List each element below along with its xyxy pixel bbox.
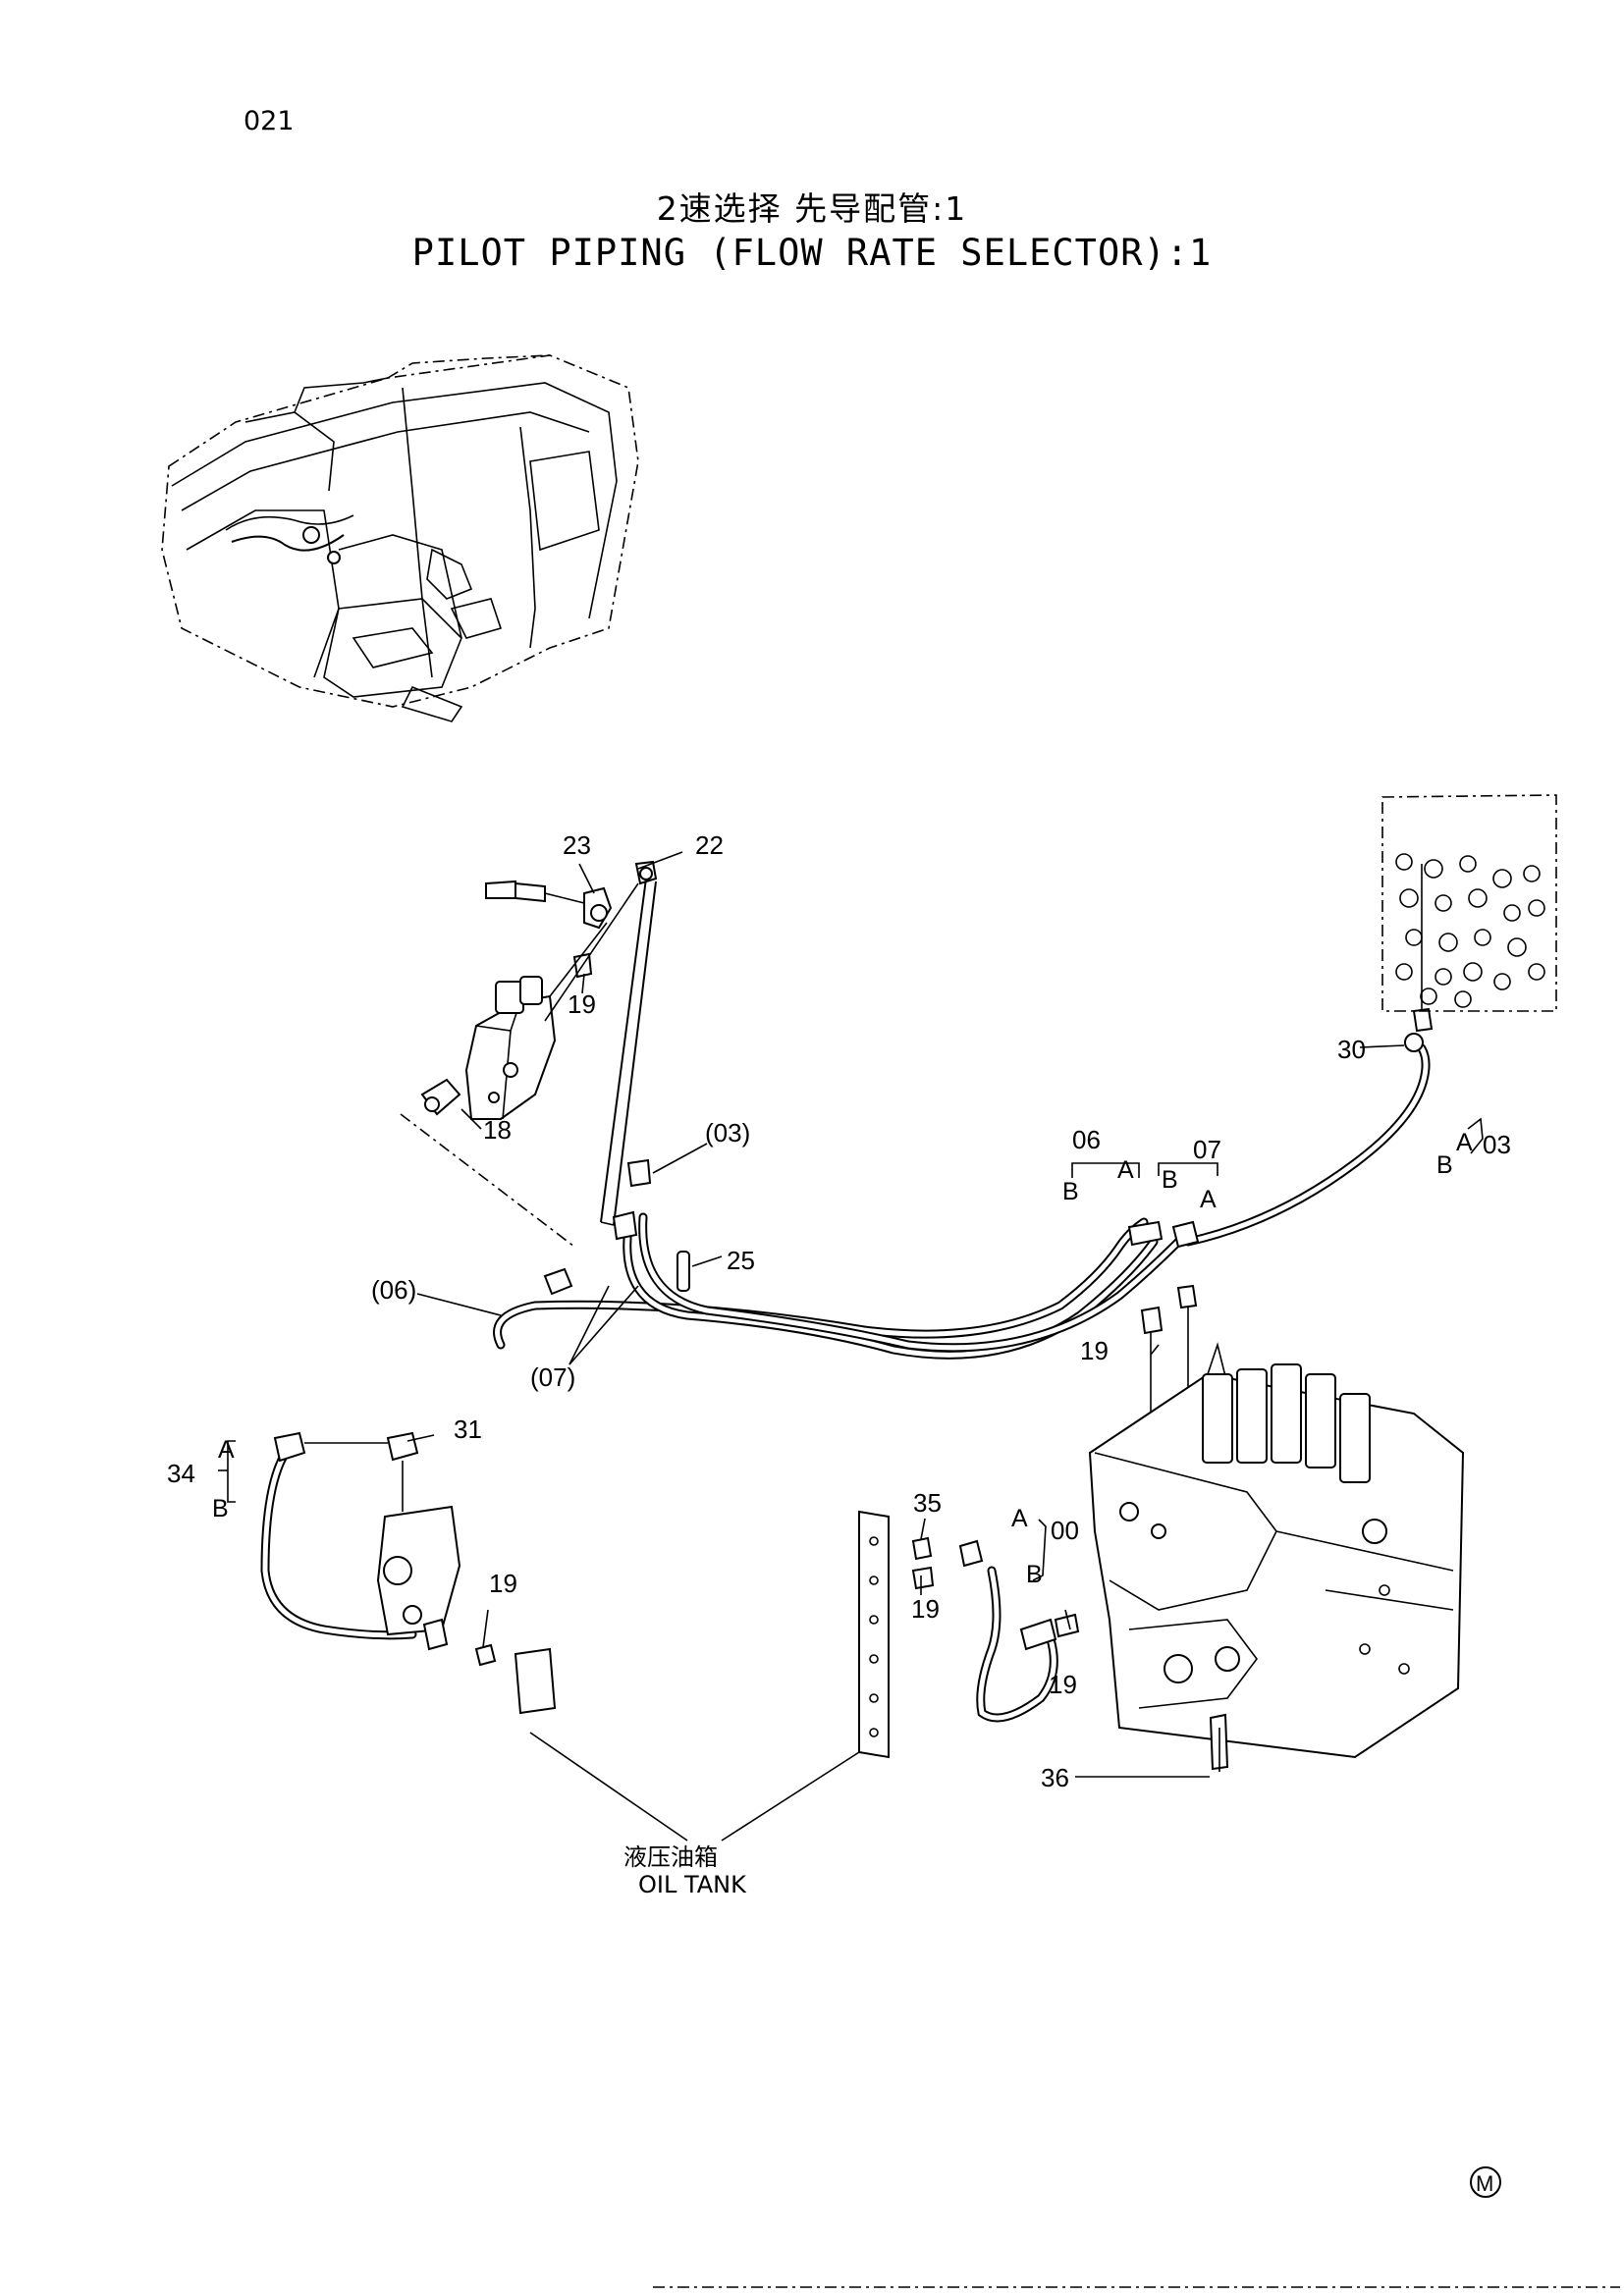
callout-19: 19 — [1080, 1336, 1109, 1365]
circled-m-mark: M — [1470, 2166, 1501, 2198]
callout-18: 18 — [483, 1115, 512, 1145]
hose-end-a: A — [1117, 1156, 1134, 1184]
callout-25: 25 — [727, 1246, 755, 1275]
callout-22: 22 — [695, 830, 724, 860]
hose-end-letters: A B B A A B A B A B — [212, 1129, 1473, 1588]
hose-end-b: B — [1026, 1561, 1043, 1588]
callout-06: 06 — [1072, 1125, 1101, 1154]
callout-03-ref: (03) — [705, 1118, 750, 1148]
callout-00: 00 — [1051, 1516, 1079, 1545]
lower-left-valve-assembly — [260, 1431, 557, 1715]
callout-23: 23 — [563, 830, 591, 860]
callout-19: 19 — [489, 1569, 517, 1598]
hose-end-a: A — [218, 1436, 235, 1464]
title-chinese: 2速选择 先导配管:1 — [656, 189, 968, 228]
hose-end-b: B — [1436, 1151, 1453, 1179]
title-english: PILOT PIPING (FLOW RATE SELECTOR):1 — [411, 232, 1213, 274]
oil-tank-english: OIL TANK — [638, 1871, 747, 1898]
callout-19: 19 — [911, 1594, 940, 1624]
part-callouts: 23 22 19 18 (03) 25 (06) (07) 06 07 19 3… — [167, 830, 1511, 1792]
hose-end-a: A — [1200, 1186, 1217, 1213]
page-number: 021 — [244, 106, 295, 136]
callout-35: 35 — [913, 1488, 942, 1518]
callout-34: 34 — [167, 1459, 195, 1488]
valve-block-inset — [1381, 794, 1557, 1012]
machine-overview-illustration — [161, 354, 639, 722]
callout-31: 31 — [454, 1415, 482, 1444]
hose-end-a: A — [1011, 1505, 1028, 1532]
callout-19: 19 — [1049, 1670, 1077, 1699]
hose-end-b: B — [1162, 1166, 1178, 1194]
callout-06-ref: (06) — [371, 1275, 416, 1305]
oil-tank-label: 液压油箱 OIL TANK — [623, 1843, 747, 1898]
hose-end-a: A — [1456, 1129, 1473, 1156]
callout-19: 19 — [568, 989, 596, 1019]
pilot-hoses — [493, 1007, 1434, 1433]
callout-03: 03 — [1483, 1130, 1511, 1159]
hose-end-brackets — [218, 1117, 1484, 1581]
callout-07-ref: (07) — [530, 1362, 575, 1392]
callout-36: 36 — [1041, 1763, 1069, 1792]
oil-tank-chinese: 液压油箱 — [623, 1843, 718, 1871]
callout-07: 07 — [1193, 1135, 1221, 1164]
svg-text:M: M — [1476, 2171, 1493, 2196]
center-bracket-assembly — [858, 1510, 1080, 1759]
selector-valve-assembly — [400, 860, 658, 1248]
leader-lines — [406, 851, 1405, 1842]
hose-end-b: B — [1062, 1178, 1079, 1205]
callout-30: 30 — [1337, 1035, 1366, 1064]
main-control-valve — [1088, 1342, 1465, 1772]
hose-end-b: B — [212, 1495, 229, 1522]
